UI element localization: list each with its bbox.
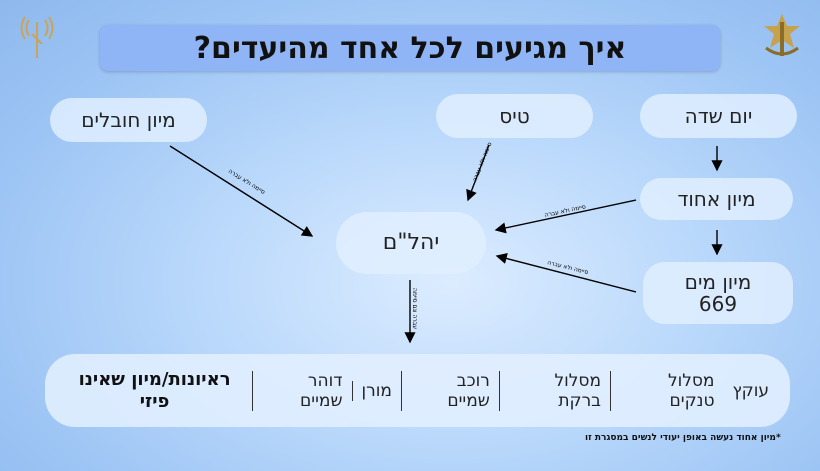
- destinations-bar: ראיונות/מיון שאינו פיזי דוהר שמיים מורן …: [45, 354, 790, 427]
- edge-label: סיימה ולא עברה: [544, 203, 587, 219]
- node-water-sort: מיון מים 669: [643, 262, 793, 324]
- destination-item: מורן: [351, 380, 401, 401]
- destination-item: מסלול ברקת: [498, 370, 610, 411]
- node-flight: טיס: [436, 94, 593, 138]
- node-field-day: יום שדה: [640, 94, 797, 138]
- arrow-flight-to-yahalom: [466, 144, 490, 202]
- edge-label: סיימה ולא עברה: [547, 259, 590, 276]
- bar-head: ראיונות/מיון שאינו פיזי: [78, 368, 231, 412]
- node-rope-sorting: מיון חובלים: [50, 98, 207, 142]
- node-single-sort: מיון אחוד: [640, 178, 793, 220]
- destination-item: דוהר שמיים: [252, 370, 351, 411]
- destination-item: רוכב שמיים: [400, 370, 499, 411]
- node-yahalom: יהל"ם: [336, 212, 486, 274]
- destination-item: עוקץ: [732, 380, 769, 401]
- idf-emblem-logo: [760, 12, 804, 64]
- edge-label: סיימה ולא עברה: [471, 141, 493, 183]
- arrow-rope-to-yahalom: [169, 145, 314, 237]
- destination-item: מסלול טנקים: [610, 370, 723, 411]
- edge-label: עברה וגם סיימה: [411, 288, 418, 329]
- page-title: איך מגיעים לכל אחד מהיעדים?: [100, 25, 720, 71]
- arrow-single-to-yahalom: [494, 199, 637, 234]
- radio-antenna-logo: [20, 14, 54, 64]
- edge-label: סיימה ולא עברה: [227, 168, 266, 196]
- footnote: *מיון אחוד נעשה באופן יעודי לנשים במסגרת…: [585, 433, 781, 443]
- arrow-water-to-yahalom: [495, 253, 637, 293]
